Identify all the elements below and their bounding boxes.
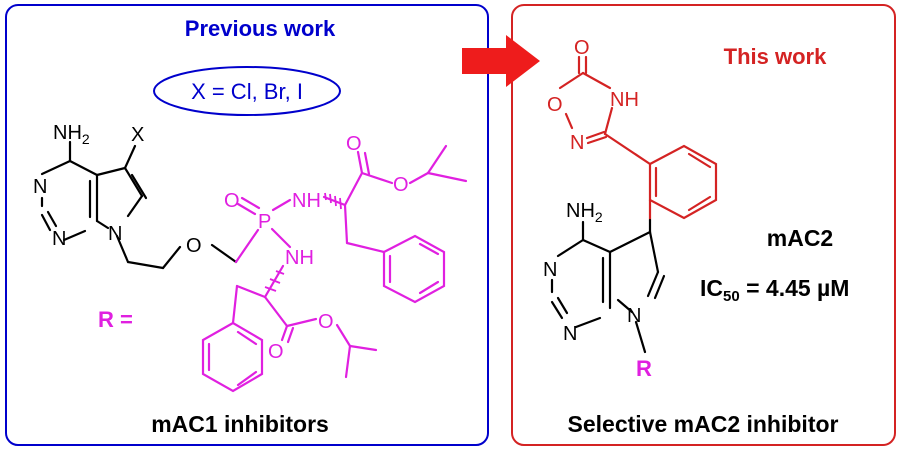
left-core-bonds — [40, 140, 238, 270]
right-n1-label: N — [543, 259, 557, 281]
right-amino-label: NH2 — [566, 200, 603, 225]
oxadiazolone-carbonyl-o-label: O — [574, 37, 590, 59]
right-n7-label: N — [627, 305, 641, 327]
right-caption: Selective mAC2 inhibitor — [568, 411, 839, 437]
right-n3-label: N — [563, 323, 577, 345]
left-n3-label: N — [52, 228, 66, 250]
previous-work-title: Previous work — [185, 16, 336, 41]
compound-name: mAC2 — [767, 225, 833, 251]
stereo-hash-bonds — [264, 192, 342, 292]
transition-arrow-icon — [462, 35, 540, 87]
lower-carbonyl-o-label: O — [268, 341, 284, 363]
lower-nh-label: NH — [285, 247, 314, 269]
halogen-ellipse — [153, 66, 341, 116]
r-definition-label: R = — [98, 307, 133, 332]
this-work-title: This work — [724, 44, 827, 69]
previous-work-panel — [5, 4, 489, 446]
oxadiazolone-nh-label: NH — [610, 89, 639, 111]
upper-ester-o-label: O — [393, 174, 409, 196]
upper-carbonyl-o-label: O — [346, 133, 362, 155]
phosphoramidate-bonds — [201, 144, 468, 393]
right-r-label: R — [636, 356, 652, 381]
oxadiazolone-phenyl-bonds — [558, 55, 718, 222]
left-amino-label: NH2 — [53, 122, 90, 147]
ic50-readout: IC50 = 4.45 µM — [700, 275, 849, 305]
upper-nh-label: NH — [292, 190, 321, 212]
phosphoryl-o-label: O — [224, 190, 240, 212]
this-work-panel — [511, 4, 896, 446]
oxadiazolone-n-label: N — [570, 132, 584, 154]
left-ether-o-label: O — [186, 235, 202, 257]
left-x-label: X — [131, 124, 144, 146]
right-core-bonds — [550, 218, 666, 354]
left-caption: mAC1 inhibitors — [151, 411, 329, 437]
lower-ester-o-label: O — [318, 311, 334, 333]
oxadiazolone-ring-o-label: O — [547, 94, 563, 116]
left-n1-label: N — [33, 176, 47, 198]
left-n7-label: N — [108, 223, 122, 245]
phosphorus-label: P — [258, 211, 271, 233]
halogen-note: X = Cl, Br, I — [191, 79, 303, 104]
